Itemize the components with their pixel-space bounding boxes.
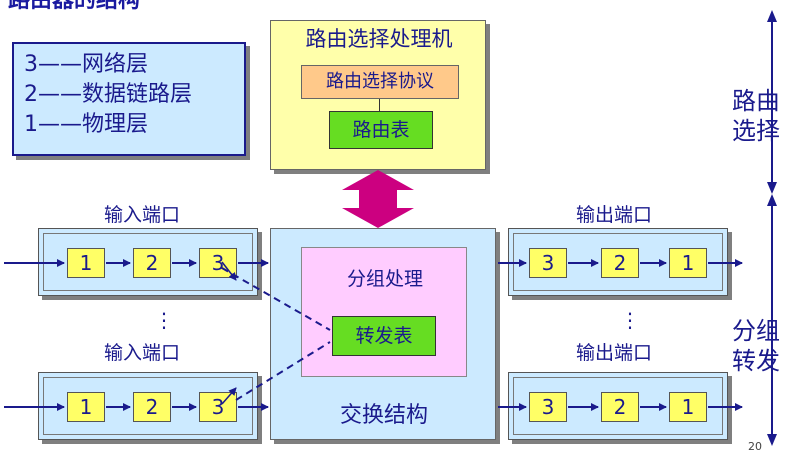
- routing-scale-arrow-bottom: [767, 182, 777, 194]
- output-bottom-cell-2: 2: [601, 392, 639, 422]
- switch-fabric-label: 交换结构: [339, 403, 428, 428]
- switch-fabric: 分组处理 转发表 交换结构: [270, 228, 496, 440]
- input-ellipsis: ⋮: [154, 308, 174, 332]
- input-port-label-bottom: 输入端口: [104, 342, 181, 364]
- routing-scale-arrow-top: [767, 10, 777, 22]
- output-port-top: 3 2 1: [508, 228, 728, 296]
- output-ellipsis: ⋮: [620, 308, 640, 332]
- input-top-cell-2: 2: [133, 248, 171, 278]
- output-bottom-cell-1: 1: [669, 392, 707, 422]
- layer-legend: 3——网络层 2——数据链路层 1——物理层: [12, 42, 246, 156]
- output-port-label-top: 输出端口: [576, 204, 653, 226]
- legend-network-layer: 3——网络层: [24, 52, 148, 77]
- routing-protocol-box: 路由选择协议: [301, 65, 459, 99]
- forwarding-table-box: 转发表: [332, 316, 436, 356]
- input-top-cell-1: 1: [67, 248, 105, 278]
- processor-fabric-double-arrow: [342, 170, 414, 228]
- forwarding-scale-arrow-bottom: [767, 434, 777, 446]
- input-bottom-cell-2: 2: [133, 392, 171, 422]
- routing-processor: 路由选择处理机 路由选择协议 路由表: [270, 20, 486, 170]
- routing-table-box: 路由表: [329, 111, 433, 149]
- protocol-table-connector: [379, 99, 380, 111]
- output-top-cell-2: 2: [601, 248, 639, 278]
- input-port-label-top: 输入端口: [104, 204, 181, 226]
- input-port-top: 1 2 3: [38, 228, 258, 296]
- input-port-bottom: 1 2 3: [38, 372, 258, 440]
- lookup-line-top: [221, 267, 331, 331]
- output-top-cell-1: 1: [669, 248, 707, 278]
- input-bottom-cell-3: 3: [199, 392, 237, 422]
- lookup-arrow-top: [221, 261, 237, 281]
- output-bottom-cell-3: 3: [529, 392, 567, 422]
- legend-physical-layer: 1——物理层: [24, 112, 148, 137]
- legend-data-link-layer: 2——数据链路层: [24, 82, 192, 107]
- lookup-line-bottom: [235, 341, 331, 401]
- routing-processor-title: 路由选择处理机: [305, 27, 453, 51]
- lookup-arrow-bottom: [221, 387, 237, 405]
- page-title: 路由器的结构: [8, 0, 141, 13]
- forwarding-scale-arrow-top: [767, 194, 777, 206]
- output-top-cell-3: 3: [529, 248, 567, 278]
- packet-processing-label: 分组处理: [346, 268, 423, 290]
- page-number: 20: [748, 440, 762, 453]
- packet-processing-area: 分组处理 转发表: [301, 247, 467, 377]
- output-port-label-bottom: 输出端口: [576, 342, 653, 364]
- input-bottom-cell-1: 1: [67, 392, 105, 422]
